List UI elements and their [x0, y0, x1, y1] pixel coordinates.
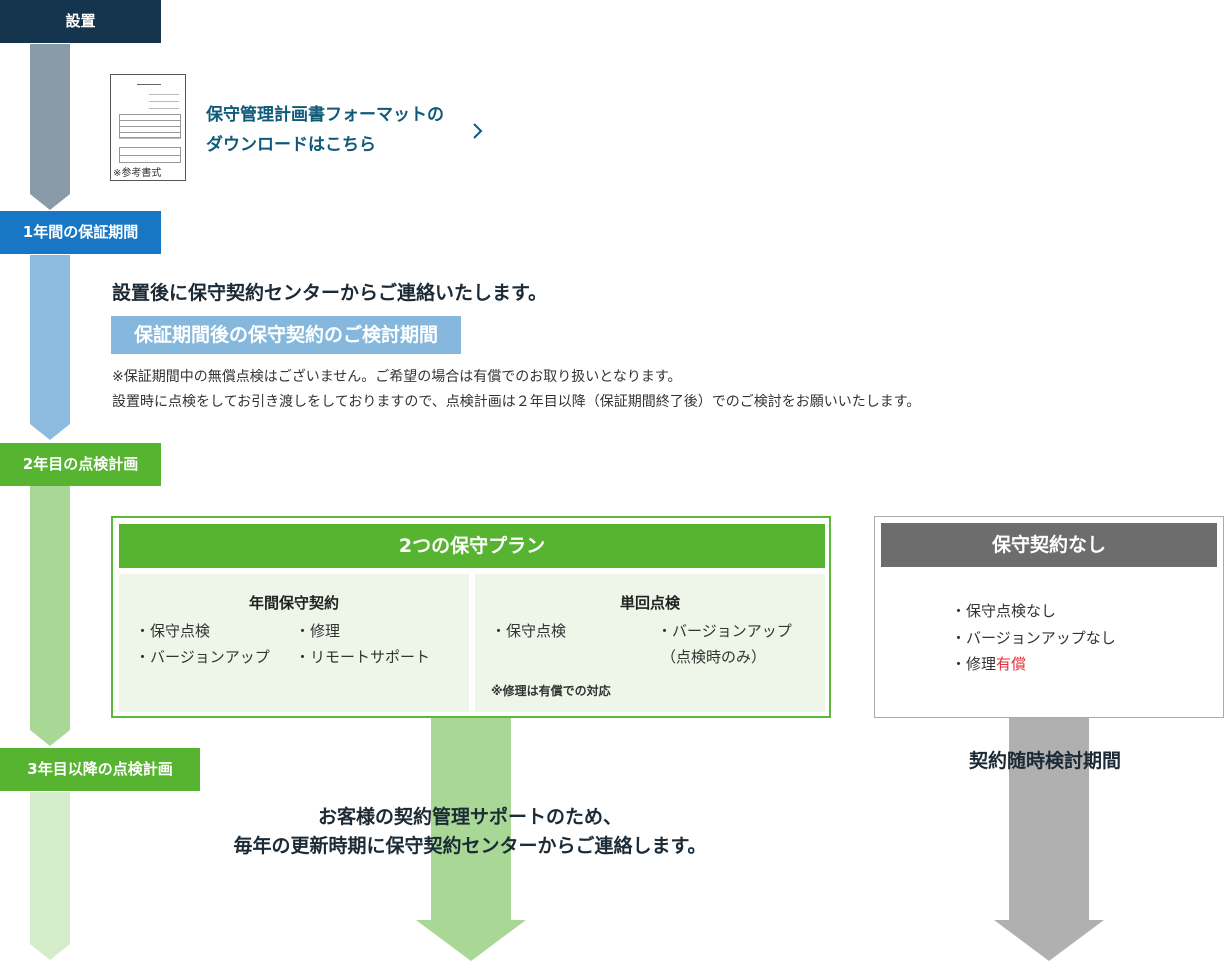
single-item-inspection: ・保守点検 [491, 622, 567, 640]
annual-item-version-up: ・バージョンアップ [135, 648, 270, 666]
warranty-arrow [30, 255, 70, 440]
repair-paid: 有償 [996, 655, 1027, 673]
single-item-version-up: ・バージョンアップ [657, 622, 792, 640]
no-contract-title: 保守契約なし [881, 523, 1217, 567]
stage-warranty-label: 1年間の保証期間 [0, 211, 161, 254]
single-inspection-panel: 単回点検 ・保守点検 ・バージョンアップ （点検時のみ） ※修理は有償での対応 [475, 574, 825, 712]
no-contract-item-repair: ・修理有償 [951, 653, 1026, 674]
annual-contract-panel: 年間保守契約 ・保守点検 ・修理 ・バージョンアップ ・リモートサポート [119, 574, 469, 712]
plans-title: 2つの保守プラン [119, 524, 825, 568]
stage-year2-label: 2年目の点検計画 [0, 443, 161, 486]
single-item-inspection-only: （点検時のみ） [661, 648, 767, 666]
single-inspection-title: 単回点検 [619, 594, 680, 612]
annual-item-inspection: ・保守点検 [135, 622, 211, 640]
no-contract-item-version-up: ・バージョンアップなし [951, 629, 1116, 647]
annual-contract-title: 年間保守契約 [248, 594, 339, 612]
download-link-line1: 保守管理計画書フォーマットの [206, 105, 444, 125]
year3-arrow [30, 792, 70, 960]
single-repair-note: ※修理は有償での対応 [491, 684, 611, 698]
repair-prefix: ・修理 [951, 655, 997, 673]
stage-year3-label: 3年目以降の点検計画 [0, 748, 200, 791]
download-format-link[interactable]: 保守管理計画書フォーマットの ダウンロードはこちら [206, 100, 444, 160]
download-link-line2: ダウンロードはこちら [206, 135, 376, 155]
consideration-period-pill: 保証期間後の保守契約のご検討期間 [111, 316, 461, 354]
warranty-heading: 設置後に保守契約センターからご連絡いたします。 [112, 282, 548, 304]
bottom-text-line1: お客様の契約管理サポートのため、 [317, 806, 622, 828]
no-contract-arrow [994, 718, 1104, 961]
maintenance-plans-box: 2つの保守プラン 年間保守契約 ・保守点検 ・修理 ・バージョンアップ ・リモー… [111, 516, 831, 718]
no-contract-item-inspection: ・保守点検なし [951, 602, 1057, 620]
chevron-right-icon[interactable] [472, 122, 484, 140]
install-arrow [30, 44, 70, 210]
warranty-note-1: ※保証期間中の無償点検はございません。ご希望の場合は有償でのお取り扱いとなります… [112, 369, 682, 385]
annual-item-repair: ・修理 [295, 622, 341, 640]
no-contract-box: 保守契約なし ・保守点検なし ・バージョンアップなし ・修理有償 [874, 516, 1224, 718]
contract-anytime-period-label: 契約随時検討期間 [969, 750, 1122, 772]
year2-arrow [30, 486, 70, 746]
stage-install-label: 設置 [0, 0, 161, 43]
warranty-note-2: 設置時に点検をしてお引き渡しをしておりますので、点検計画は２年目以降（保証期間終… [112, 394, 921, 410]
plan-arrow [416, 718, 526, 961]
bottom-text-line2: 毎年の更新時期に保守契約センターからご連絡します。 [233, 835, 707, 857]
format-document-thumbnail[interactable]: ※参考書式 [110, 74, 186, 181]
thumbnail-caption: ※参考書式 [113, 168, 162, 179]
annual-item-remote-support: ・リモートサポート [295, 648, 431, 666]
